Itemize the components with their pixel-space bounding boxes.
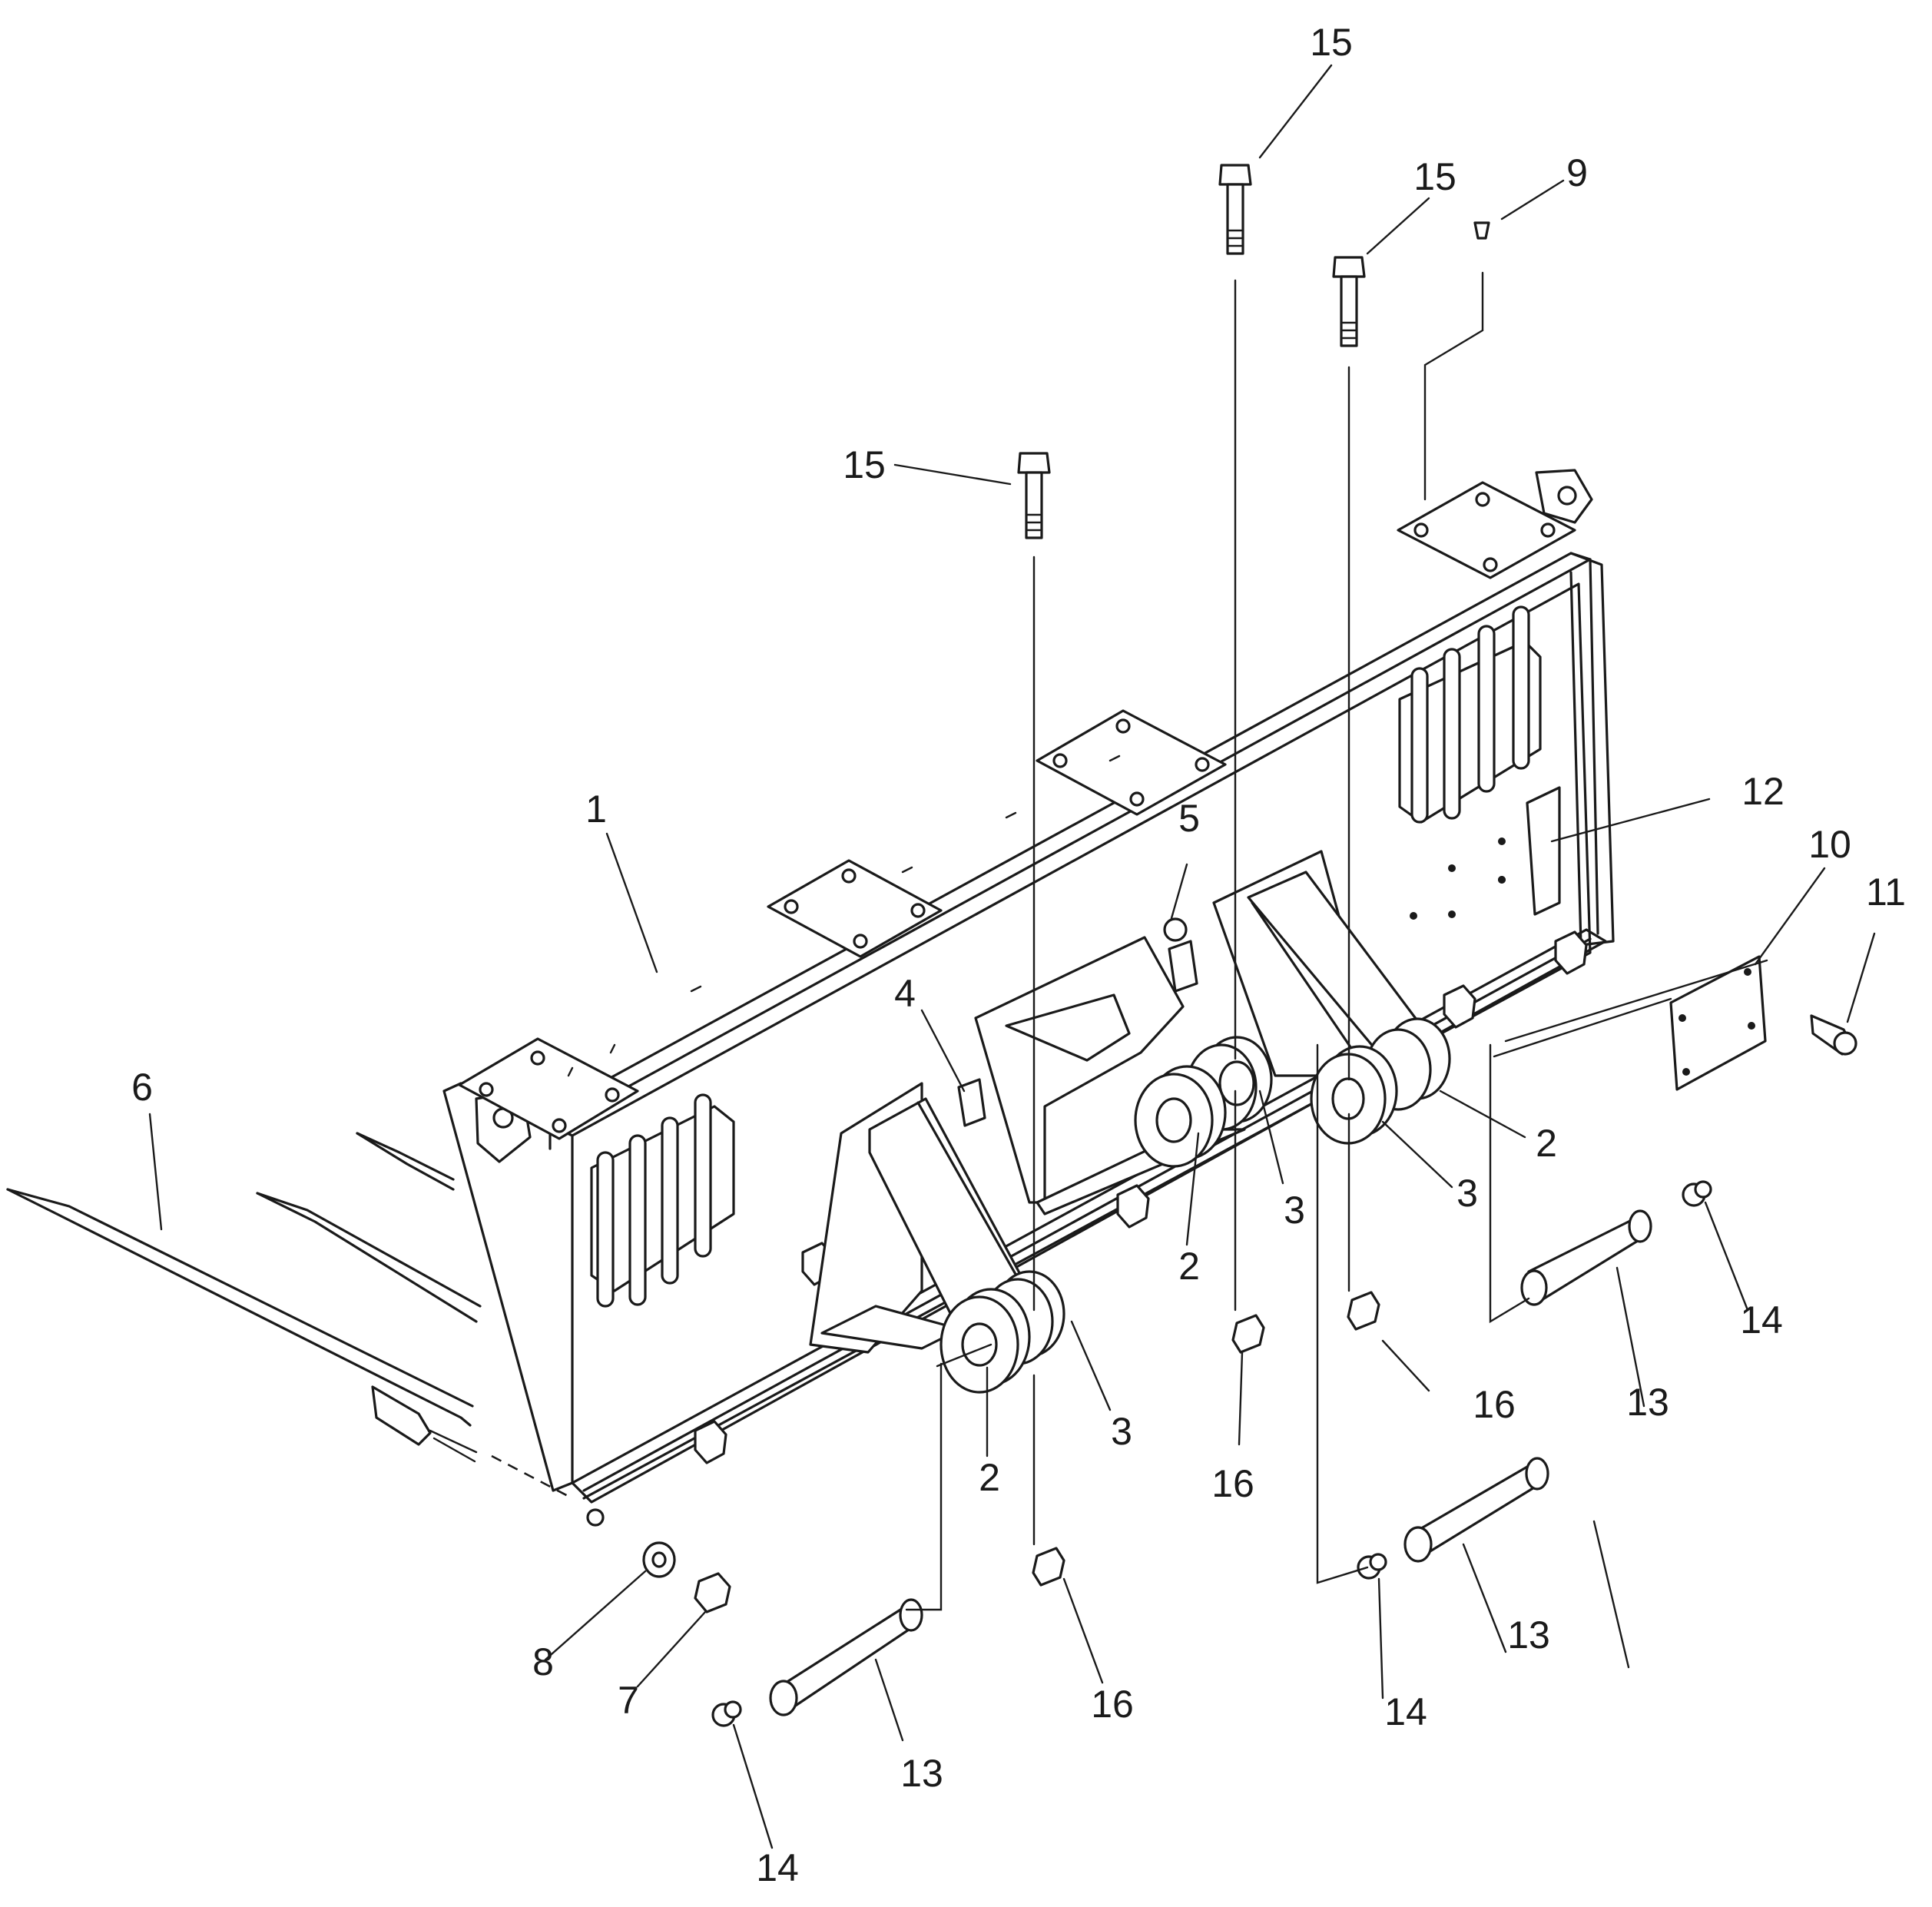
- callout-16-c: 16: [1091, 1683, 1134, 1726]
- callout-9: 9: [1566, 151, 1588, 194]
- callout-6: 6: [131, 1066, 153, 1109]
- assembly-lines: [905, 271, 1768, 1611]
- callout-3-a: 3: [1456, 1172, 1478, 1215]
- center-bracket-assembly: [957, 850, 1407, 1216]
- callout-15-b: 15: [1413, 155, 1456, 198]
- callout-13-c: 13: [900, 1752, 943, 1795]
- callout-4: 4: [894, 972, 916, 1015]
- callout-8: 8: [532, 1640, 554, 1683]
- callout-7: 7: [618, 1679, 639, 1722]
- callout-10: 10: [1808, 823, 1851, 866]
- callout-2-c: 2: [979, 1456, 1000, 1499]
- callout-14-d: 14: [756, 1846, 799, 1889]
- callout-13-a: 13: [1626, 1381, 1669, 1424]
- right-bracket-assembly: [1247, 871, 1451, 1145]
- callout-14-a: 14: [1740, 1298, 1783, 1342]
- callout-2-b: 2: [1178, 1245, 1200, 1288]
- loose-hardware: [642, 164, 1857, 1727]
- callout-16-b: 16: [1211, 1462, 1254, 1505]
- callout-12: 12: [1741, 770, 1785, 813]
- callout-11: 11: [1866, 871, 1906, 914]
- callout-leaders: [148, 64, 1876, 1849]
- callout-15-a: 15: [1310, 21, 1353, 64]
- callout-16-a: 16: [1473, 1383, 1516, 1426]
- callout-2-a: 2: [1536, 1122, 1557, 1165]
- callout-3-c: 3: [1111, 1410, 1132, 1453]
- callout-labels: 15 15 9 15 1 5 12 10 11 4 6 2 3 3 2 3 3 …: [131, 21, 1906, 1889]
- callout-5: 5: [1178, 797, 1200, 840]
- callout-15-c: 15: [843, 443, 886, 486]
- left-bracket-assembly: [809, 1082, 1065, 1394]
- main-frame: [442, 469, 1615, 1527]
- callout-14-c: 14: [1384, 1690, 1427, 1733]
- fork-tines: [6, 1132, 482, 1463]
- callout-3-b: 3: [1284, 1189, 1305, 1232]
- callout-13-b: 13: [1507, 1613, 1550, 1657]
- callout-1: 1: [585, 788, 607, 831]
